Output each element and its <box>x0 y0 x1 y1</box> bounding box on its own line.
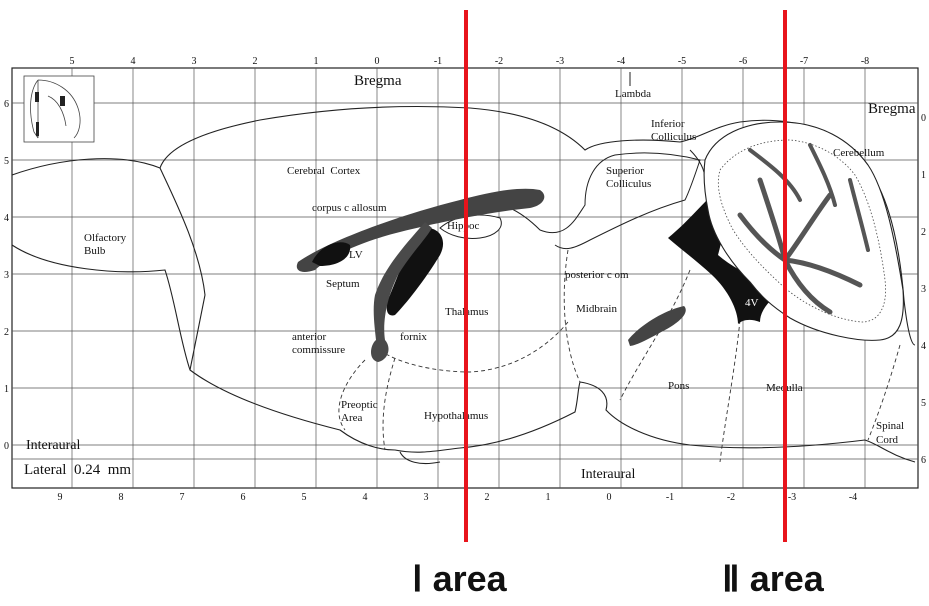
bregma-right-label: Bregma <box>868 101 916 117</box>
tick-label: -4 <box>849 492 857 503</box>
region-label: Midbrain <box>576 303 617 315</box>
tick-label: -2 <box>495 56 503 67</box>
left-scale: 6 5 4 3 2 1 0 <box>4 99 9 452</box>
midbrain-tract-shape <box>628 306 686 346</box>
tick-label: 6 <box>921 455 926 466</box>
lateral-ventricle-shape <box>312 242 350 266</box>
tick-label: 6 <box>4 99 9 110</box>
inferior-colliculus-pointer <box>690 150 705 180</box>
area-2-label: Ⅱ area <box>722 558 824 600</box>
tick-label: 1 <box>314 56 319 67</box>
tick-label: 0 <box>375 56 380 67</box>
tick-label: -3 <box>556 56 564 67</box>
tick-label: 2 <box>253 56 258 67</box>
interaural-bottom-label: Interaural <box>581 467 636 482</box>
tick-label: 4 <box>131 56 136 67</box>
inset-thumbnail <box>24 76 94 142</box>
tick-label: 3 <box>192 56 197 67</box>
tick-label: 4 <box>363 492 368 503</box>
tick-label: 5 <box>302 492 307 503</box>
right-scale: 0 1 2 3 4 5 6 <box>921 113 926 466</box>
region-label: Hypothalamus <box>424 410 488 422</box>
tick-label: -2 <box>727 492 735 503</box>
tick-label: 1 <box>921 170 926 181</box>
region-label: 4V <box>745 297 759 309</box>
tick-label: -4 <box>617 56 625 67</box>
tick-label: 2 <box>921 227 926 238</box>
tick-label: -1 <box>434 56 442 67</box>
region-label: LV <box>349 249 363 261</box>
tick-label: 3 <box>4 270 9 281</box>
region-label: Hippoc <box>447 220 480 232</box>
region-label: Cerebral Cortex <box>287 165 361 177</box>
region-label: Septum <box>326 278 360 290</box>
region-label: Pons <box>668 380 689 392</box>
tick-label: -3 <box>788 492 796 503</box>
region-label: Bulb <box>84 245 106 257</box>
tick-label: 7 <box>180 492 185 503</box>
region-label: Area <box>341 412 362 424</box>
tick-label: -8 <box>861 56 869 67</box>
region-label: Spinal <box>876 420 904 432</box>
tick-label: 0 <box>4 441 9 452</box>
tick-label: 9 <box>58 492 63 503</box>
region-label: Preoptic <box>341 399 378 411</box>
tick-label: 3 <box>921 284 926 295</box>
tick-label: 1 <box>546 492 551 503</box>
area-1-label: Ⅰ area <box>412 558 507 600</box>
tick-label: 5 <box>921 398 926 409</box>
region-label: Inferior <box>651 118 685 130</box>
region-label: Colliculus <box>651 131 696 143</box>
tick-label: 2 <box>485 492 490 503</box>
tick-label: 0 <box>921 113 926 124</box>
lateral-label: Lateral 0.24 mm <box>24 462 131 478</box>
bottom-scale: 9 8 7 6 5 4 3 2 1 0 -1 -2 -3 -4 <box>58 492 858 503</box>
interaural-left-label: Interaural <box>26 438 81 453</box>
region-label: fornix <box>400 331 427 343</box>
tick-label: 0 <box>607 492 612 503</box>
tick-label: 1 <box>4 384 9 395</box>
region-label: corpus c allosum <box>312 202 387 214</box>
tick-label: 5 <box>4 156 9 167</box>
region-label: Cord <box>876 434 899 446</box>
tick-label: 4 <box>4 213 9 224</box>
region-label: anterior <box>292 331 327 343</box>
region-label: Colliculus <box>606 178 651 190</box>
region-label: Olfactory <box>84 232 127 244</box>
region-label: Cerebellum <box>833 147 885 159</box>
tick-label: 4 <box>921 341 926 352</box>
tick-label: 6 <box>241 492 246 503</box>
lambda-label: Lambda <box>615 88 651 100</box>
tick-label: 3 <box>424 492 429 503</box>
tick-label: -5 <box>678 56 686 67</box>
top-scale: 5 4 3 2 1 0 -1 -2 -3 -4 -5 -6 -7 -8 <box>70 56 870 67</box>
tick-label: -6 <box>739 56 747 67</box>
bregma-top-label: Bregma <box>354 73 402 89</box>
region-label: commissure <box>292 344 345 356</box>
tick-label: 8 <box>119 492 124 503</box>
region-label: Superior <box>606 165 644 177</box>
tick-label: -7 <box>800 56 808 67</box>
region-label: posterior c om <box>565 269 629 281</box>
tick-label: -1 <box>666 492 674 503</box>
tick-label: 2 <box>4 327 9 338</box>
tick-label: 5 <box>70 56 75 67</box>
